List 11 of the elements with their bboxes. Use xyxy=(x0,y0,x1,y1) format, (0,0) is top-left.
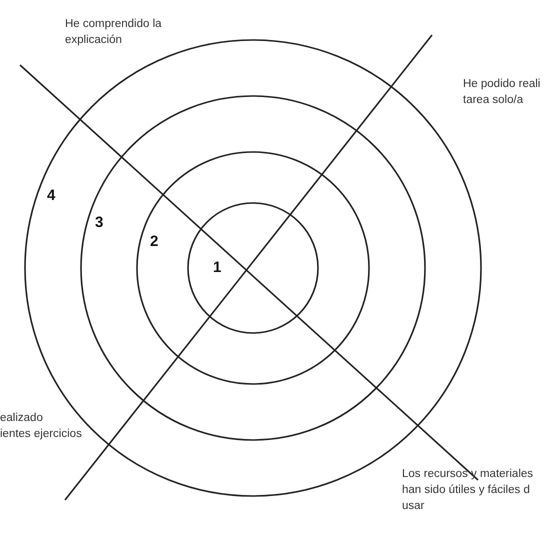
ring-number: 3 xyxy=(95,214,104,231)
label-text: ientes ejercicios xyxy=(0,427,82,442)
label-text: usar xyxy=(402,499,424,514)
label-text: He comprendido la explicación xyxy=(65,17,163,48)
label-text: tarea solo/a xyxy=(463,93,524,108)
label-text: He podido reali xyxy=(463,77,540,92)
label-text: han sido útiles y fáciles d xyxy=(402,483,530,498)
ring-number: 1 xyxy=(213,259,222,276)
label-text: ealizado xyxy=(0,411,43,426)
ring-number: 4 xyxy=(47,187,56,204)
ring-number: 2 xyxy=(150,233,158,250)
